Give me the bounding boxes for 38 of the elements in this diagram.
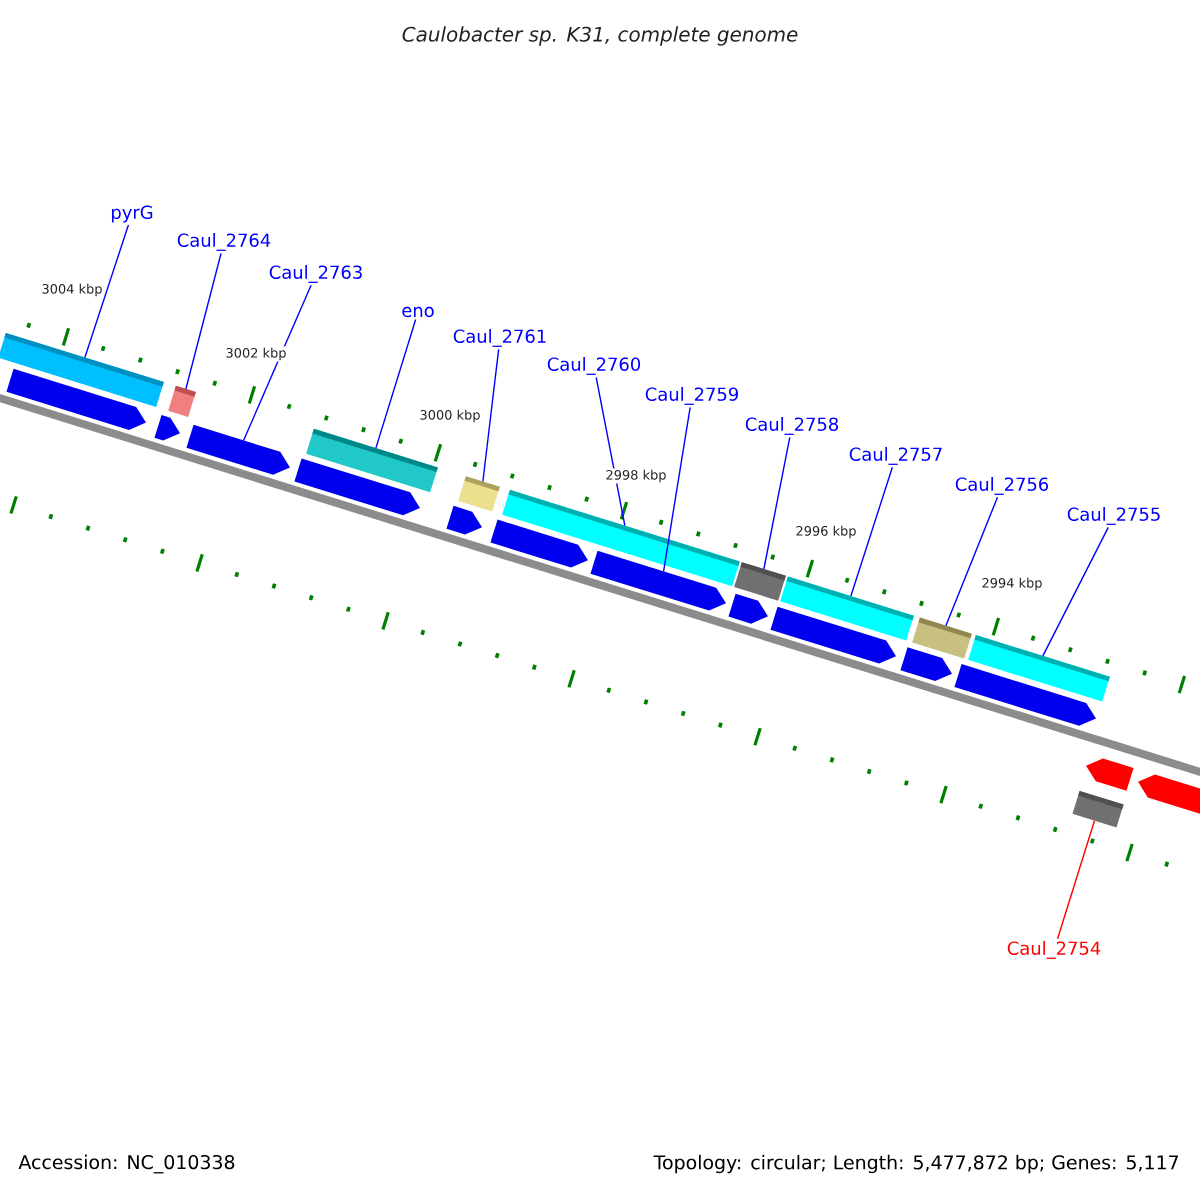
leader-line (850, 466, 894, 597)
gene-bar (968, 635, 1110, 702)
gene-block (590, 550, 726, 611)
gene-label: Caul_2756 (955, 477, 1049, 495)
leader-line (84, 224, 130, 359)
leader-line (242, 284, 312, 442)
leader-line (595, 376, 626, 527)
gene-bar (780, 576, 914, 641)
leader-line (1042, 526, 1109, 657)
gene-label: Caul_2760 (547, 357, 641, 375)
genome-info-text: Topology: circular; Length: 5,477,872 bp; Genes: 5,117 (653, 1154, 1178, 1174)
gene-bar (1072, 790, 1124, 828)
gene-label: Caul_2755 (1067, 507, 1160, 525)
gene-label: Caul_2758 (745, 417, 838, 435)
accession-text: Accession: NC_010338 (18, 1154, 235, 1174)
gene-label: Caul_2759 (645, 387, 738, 405)
gene-bar (912, 617, 972, 659)
gene-label: eno (402, 306, 434, 318)
gene-label: Caul_2763 (269, 265, 362, 283)
gene-bar (0, 332, 164, 407)
leader-line (945, 496, 999, 627)
gene-label: Caul_2764 (177, 233, 271, 251)
gene-label: pyrG (112, 205, 153, 223)
gene-label: Caul_2757 (849, 447, 942, 465)
leader-line (375, 318, 417, 449)
leader-line (482, 348, 500, 483)
leader-line (662, 406, 691, 572)
gene-label: Caul_2754 (1007, 941, 1101, 959)
gene-label: Caul_2761 (453, 329, 546, 347)
leader-line (1056, 820, 1096, 940)
gene-bar (168, 385, 196, 417)
gene-bar (458, 476, 500, 512)
title: Caulobacter sp. K31, complete genome (402, 26, 798, 46)
leader-line (185, 252, 222, 390)
gene-block (186, 424, 290, 475)
gene-bar (306, 428, 438, 493)
leader-line (763, 436, 791, 570)
gene-bar (734, 562, 786, 601)
